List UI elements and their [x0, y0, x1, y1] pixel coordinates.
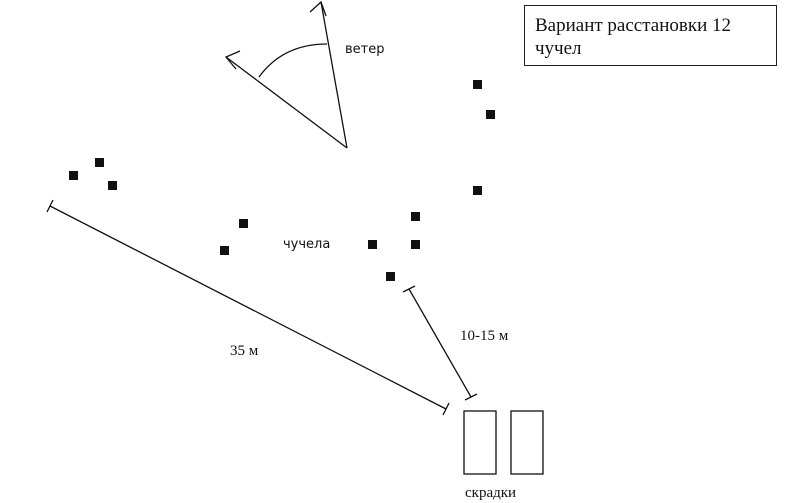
decoy	[411, 240, 420, 249]
decoys-label: чучела	[283, 237, 330, 252]
distance-near-label: 10-15 м	[460, 328, 509, 344]
wind-label: ветер	[345, 42, 384, 57]
blind-rectangle-icon	[510, 410, 544, 475]
decoy	[411, 212, 420, 221]
decoy	[95, 158, 104, 167]
decoy	[473, 186, 482, 195]
wind-direction-arrow-icon	[224, 0, 348, 149]
diagram-title-line-2: чучел	[535, 38, 582, 59]
distance-near-line	[402, 285, 478, 401]
decoy	[368, 240, 377, 249]
decoy	[220, 246, 229, 255]
decoy	[486, 110, 495, 119]
diagram-title-line-1: Вариант расстановки 12	[535, 15, 731, 36]
blinds-label: скрадки	[465, 485, 516, 501]
decoy	[239, 219, 248, 228]
decoy	[108, 181, 117, 190]
distance-far-line	[46, 199, 450, 416]
blind-group	[463, 410, 544, 475]
decoy-group	[69, 80, 495, 281]
diagram-title: Вариант расстановки 12 чучел	[524, 5, 777, 66]
blind-rectangle-icon	[463, 410, 497, 475]
decoy	[473, 80, 482, 89]
decoy	[386, 272, 395, 281]
decoy	[69, 171, 78, 180]
distance-far-label: 35 м	[230, 343, 259, 359]
